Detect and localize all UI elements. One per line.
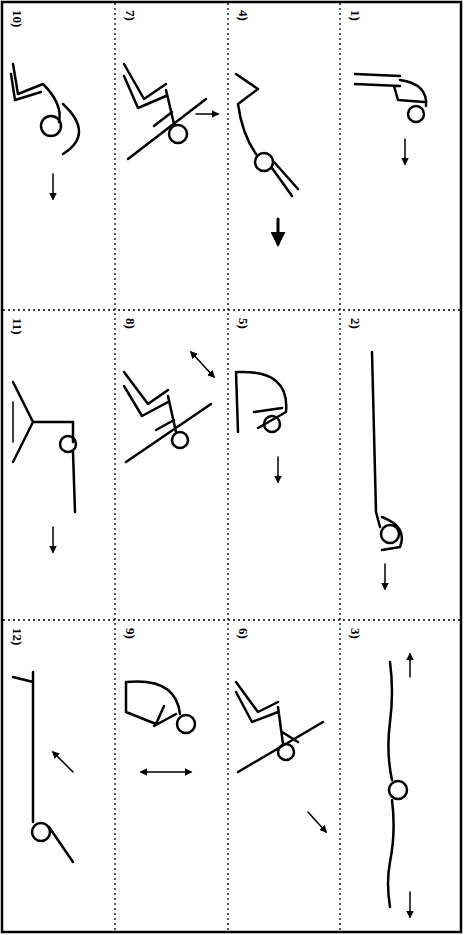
figure-stroke [13,382,76,552]
figure-stroke [236,682,326,832]
figure-stroke [339,3,340,932]
panel-number: 2) [348,318,362,329]
figure-stroke [264,416,280,432]
figure-stroke [52,174,54,199]
figure-stroke [408,106,424,122]
panel-number: 6) [236,628,250,639]
figure-stroke [372,352,402,550]
figure-stroke [384,564,386,589]
figure-stroke [3,309,460,310]
panel-number: 8) [123,318,137,329]
figure-stroke [389,781,407,799]
figure-stroke [126,681,180,726]
figure-stroke [278,744,294,760]
figure-stroke [41,116,61,136]
figure-stroke [308,812,326,832]
figure-stroke [126,681,195,772]
figure-stroke [196,113,218,115]
figure-stroke [372,352,402,589]
figure-stroke [124,372,211,462]
figure-stroke [114,3,115,932]
panel-number: 5) [236,318,250,329]
stick-figures [11,64,426,917]
figure-stroke [177,715,195,733]
panel-number: 1) [348,10,362,21]
figure-stroke [381,525,399,543]
figure-stroke [11,64,79,199]
figure-stroke [409,892,411,917]
figure-stroke [355,74,426,164]
figure-stroke [13,672,73,862]
figure-stroke [13,672,73,862]
figure-stroke [191,352,214,377]
figure-stroke [236,74,298,244]
figure-stroke [404,139,406,164]
figure-stroke [277,457,279,482]
figure-stroke [236,372,286,482]
figure-stroke [53,752,73,772]
panel-number: 4) [236,10,250,21]
figure-stroke [124,64,218,159]
figure-stroke [12,402,14,442]
figure-stroke [52,527,54,552]
figure-stroke [124,64,206,159]
figure-stroke [409,654,411,677]
figure-stroke [169,125,187,143]
grid-lines [3,3,460,932]
panel-number: 11) [10,318,24,335]
panel-number: 7) [123,10,137,21]
panel-number: 10) [10,10,24,27]
figure-stroke [3,619,460,620]
figure-stroke [236,682,323,772]
figure-stroke [11,64,79,154]
figure-stroke [172,432,188,448]
figure-stroke [277,219,280,244]
figure-stroke [60,436,76,452]
figure-stroke [227,3,228,932]
figure-stroke [13,382,75,512]
panel-number: 9) [123,628,137,639]
figure-stroke [255,153,273,171]
figure-stroke [355,74,426,106]
figure-stroke [236,372,286,432]
figure-stroke [32,823,50,841]
panel-number: 12) [10,628,24,645]
panel-number: 3) [348,628,362,639]
figure-stroke [388,654,410,917]
figure-stroke [236,74,298,196]
figure-stroke [141,771,191,773]
figure-stroke [124,352,214,462]
